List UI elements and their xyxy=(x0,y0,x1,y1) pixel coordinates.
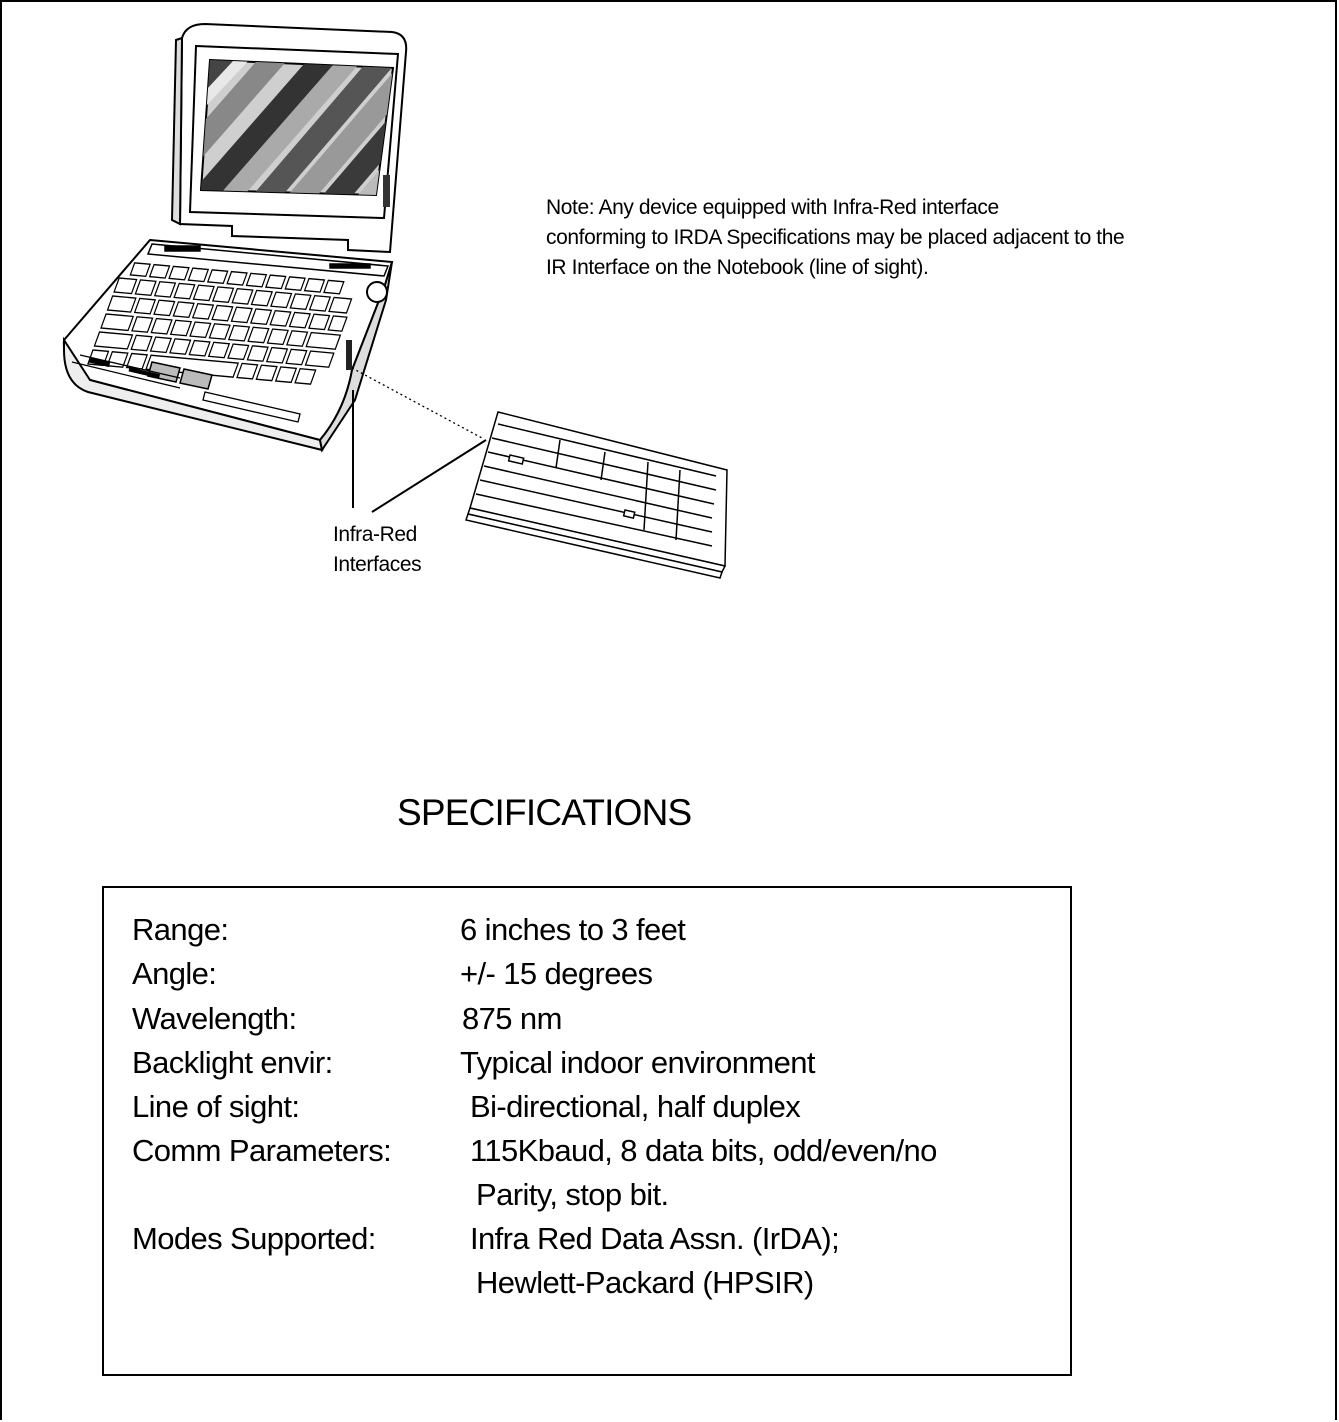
spec-value-angle: +/- 15 degrees xyxy=(460,956,653,991)
spec-value-backlight: Typical indoor environment xyxy=(460,1045,815,1080)
laptop-ir-window xyxy=(346,340,352,370)
ir-label-line-1: Infra-Red xyxy=(333,523,417,546)
laptop-keyboard xyxy=(87,262,353,385)
specifications-title: SPECIFICATIONS xyxy=(397,792,692,833)
hinge-strip xyxy=(146,243,390,277)
spec-label-comm-parameters: Comm Parameters: xyxy=(132,1133,392,1168)
external-ir-device xyxy=(465,411,728,579)
spec-value-range: 6 inches to 3 feet xyxy=(460,912,686,947)
spec-value-modes-supported: Infra Red Data Assn. (IrDA); xyxy=(470,1221,840,1256)
ir-note: Note: Any device equipped with Infra-Red… xyxy=(546,193,1326,283)
spec-value-line-of-sight: Bi-directional, half duplex xyxy=(470,1089,801,1124)
note-line-3: IR Interface on the Notebook (line of si… xyxy=(546,256,929,279)
ir-interfaces-label: Infra-Red Interfaces xyxy=(333,520,422,580)
lid-indicator xyxy=(383,175,390,207)
specifications-box: Range: 6 inches to 3 feet Angle: +/- 15 … xyxy=(102,886,1072,1376)
notebook-ir-illustration xyxy=(62,22,728,579)
spec-value-comm-parameters-cont: Parity, stop bit. xyxy=(476,1177,669,1212)
spec-value-comm-parameters: 115Kbaud, 8 data bits, odd/even/no xyxy=(470,1133,937,1168)
note-line-2: conforming to IRDA Specifications may be… xyxy=(546,226,1125,249)
note-line-1: Note: Any device equipped with Infra-Red… xyxy=(546,196,999,219)
ir-label-line-2: Interfaces xyxy=(333,553,422,576)
ir-label-leader-lines xyxy=(352,390,487,513)
spec-label-range: Range: xyxy=(132,912,229,947)
spec-label-wavelength: Wavelength: xyxy=(132,1001,297,1036)
spec-value-wavelength: 875 nm xyxy=(462,1001,562,1036)
laptop-screen xyxy=(199,58,395,197)
front-panel xyxy=(71,354,301,423)
spec-label-angle: Angle: xyxy=(132,956,217,991)
spec-label-modes-supported: Modes Supported: xyxy=(132,1221,376,1256)
ir-line-of-sight xyxy=(351,367,483,439)
spec-value-modes-supported-cont: Hewlett-Packard (HPSIR) xyxy=(476,1265,814,1300)
laptop-power-dial xyxy=(366,281,388,303)
spec-label-line-of-sight: Line of sight: xyxy=(132,1089,300,1124)
spec-label-backlight: Backlight envir: xyxy=(132,1045,333,1080)
